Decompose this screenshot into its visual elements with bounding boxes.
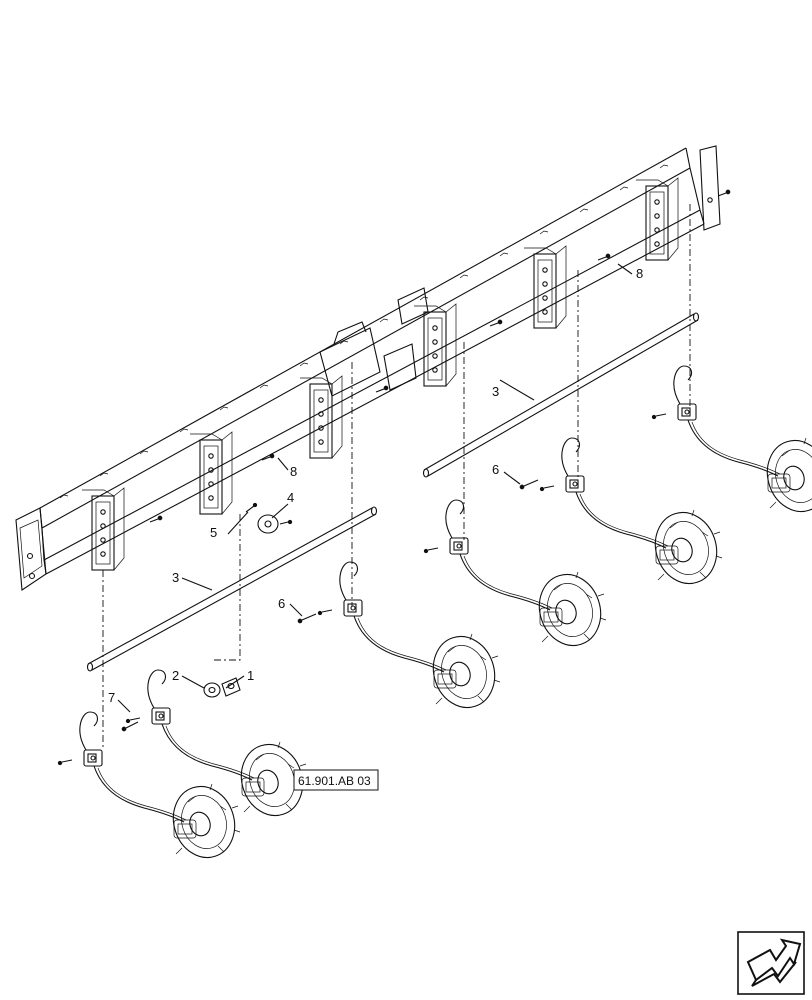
toolbar-frame [15,145,721,591]
drive-shaft-right [422,312,700,478]
callout-6-right: 6 [492,462,499,477]
alignment-lines [102,204,691,750]
drive-shaft-left [86,506,378,672]
set-screw [245,502,258,513]
reference-link[interactable]: 61.901.AB 03 [293,769,379,791]
seed-meter-unit-3 [317,561,505,717]
seed-meter-unit-1 [57,711,245,867]
next-page-arrow-icon[interactable] [737,931,805,995]
sprocket-disc [257,514,293,534]
bracket-bolts [149,189,731,523]
callout-numbers: 1 2 3 3 4 5 6 6 7 8 8 [108,266,643,705]
shaft-collar [203,682,221,698]
callout-5: 5 [210,525,217,540]
callout-3-right: 3 [492,384,499,399]
row-unit-brackets [81,177,679,571]
seed-meter-unit-6 [651,365,812,521]
seed-meter-unit-4 [423,499,611,655]
callout-leaders [117,263,633,713]
reference-label[interactable]: 61.901.AB 03 [298,774,371,788]
callout-8-left: 8 [290,464,297,479]
callout-2: 2 [172,668,179,683]
seed-meter-unit-5 [539,437,727,593]
callout-4: 4 [287,490,294,505]
bearing-flange [221,677,241,697]
callout-7: 7 [108,690,115,705]
meter-bolts [121,479,539,732]
callout-3-left: 3 [172,570,179,585]
callout-1: 1 [247,668,254,683]
callout-8-right: 8 [636,266,643,281]
callout-6-left: 6 [278,596,285,611]
